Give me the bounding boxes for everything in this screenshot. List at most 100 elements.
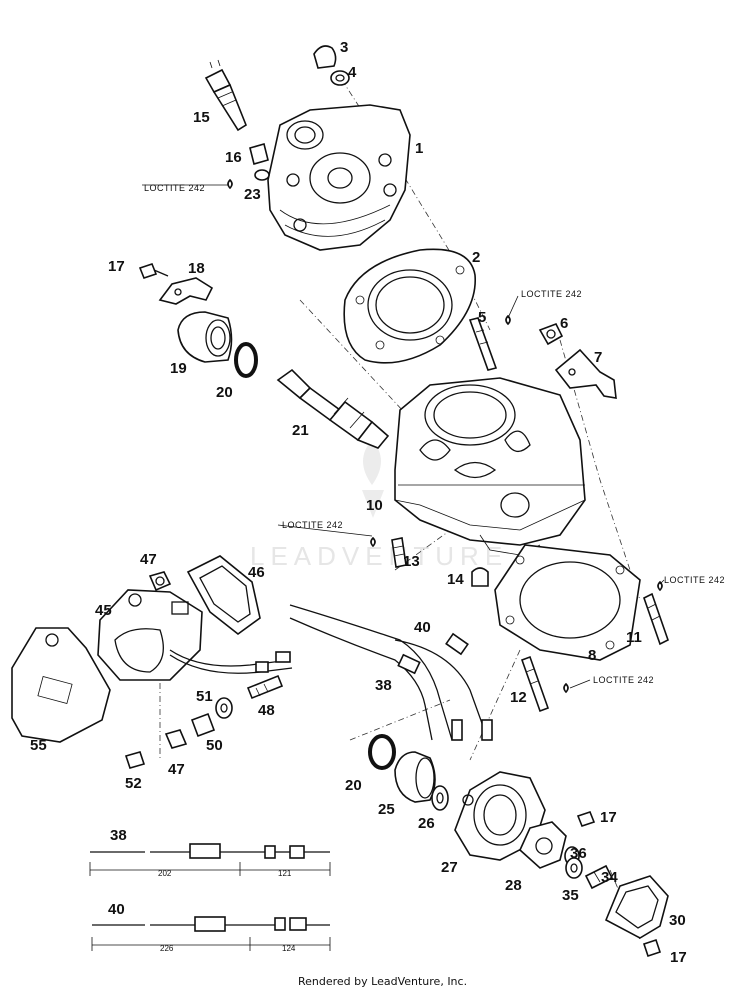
callout-52: 52 [125,775,142,792]
callout-17-middle: 17 [600,809,617,826]
callout-12: 12 [510,689,527,706]
cover-46[interactable] [186,555,261,636]
dim-38-a: 202 [158,869,172,878]
loctite-note-stud-11: LOCTITE 242 [664,575,725,585]
callout-4: 4 [348,64,357,81]
cylinder[interactable] [394,377,586,556]
callout-18: 18 [188,260,205,277]
callout-15: 15 [193,109,210,126]
temperature-sender[interactable] [204,59,247,132]
cylinder-base-gasket[interactable] [494,544,641,661]
cable-assembly [289,604,493,741]
washer-51[interactable] [215,697,233,719]
cover-30[interactable] [604,875,669,939]
callout-17-bottom: 17 [670,949,687,966]
callout-19: 19 [170,360,187,377]
cap[interactable] [313,45,337,69]
callout-1: 1 [415,140,423,157]
callout-40-drawing: 40 [108,901,125,918]
callout-30: 30 [669,912,686,929]
stud-11[interactable] [643,592,669,646]
wiring-harness [169,649,293,674]
loctite-note-head: LOCTITE 242 [144,183,205,193]
dim-40-b: 124 [282,944,296,953]
callout-labels: 1 2 3 4 5 6 7 8 10 11 12 13 14 15 16 17 … [30,39,687,966]
nut-52[interactable] [124,751,146,769]
callout-13: 13 [403,553,420,570]
adapter-16[interactable] [249,143,269,165]
callout-14: 14 [447,571,464,588]
bolt-17-bottom[interactable] [642,938,662,958]
cylinder-head-gasket[interactable] [343,248,476,364]
callout-8: 8 [588,647,596,664]
callout-45: 45 [95,602,112,619]
callout-34: 34 [601,869,618,886]
callout-48: 48 [258,702,275,719]
drop-12 [563,682,569,694]
bolt-17-top[interactable] [138,263,169,279]
clamp-18[interactable] [158,277,214,305]
valve-housing-27[interactable] [454,771,546,861]
callout-6: 6 [560,315,568,332]
callout-50: 50 [206,737,223,754]
callout-26: 26 [418,815,435,832]
callout-38-drawing: 38 [110,827,127,844]
loctite-note-stud-5: LOCTITE 242 [521,289,582,299]
callout-11: 11 [626,629,642,646]
bolt-17-middle[interactable] [576,811,596,827]
watermark-text: LEADVENTURE [250,541,508,571]
cable-40-dimension-drawing [91,916,331,951]
dowel-14[interactable] [471,567,489,587]
spacer-50[interactable] [190,712,216,738]
bearing-26[interactable] [431,785,449,811]
screw-48[interactable] [246,674,284,700]
dim-38-b: 121 [278,869,292,878]
drop-5 [505,314,511,326]
pulley-28[interactable] [519,821,567,869]
callout-2: 2 [472,249,480,266]
bushing-25[interactable] [394,751,436,803]
exhaust-valve-cover-19[interactable] [177,311,233,363]
cylinder-head[interactable] [267,104,411,251]
watermark: LEADVENTURE [250,440,508,571]
dimension-labels: 202 121 226 124 [158,869,296,953]
callout-40: 40 [414,619,431,636]
washer-35[interactable] [565,857,583,879]
callout-25: 25 [378,801,395,818]
loctite-labels: LOCTITE 242 LOCTITE 242 LOCTITE 242 LOCT… [144,183,725,685]
callout-51: 51 [196,688,213,705]
callout-7: 7 [594,349,602,366]
callout-36: 36 [570,845,587,862]
callout-28: 28 [505,877,522,894]
callout-47-bottom: 47 [168,761,185,778]
stud-12[interactable] [520,655,550,713]
exhaust-valve-21[interactable] [276,368,390,449]
nut-47-bottom[interactable] [164,729,188,749]
stud-13[interactable] [391,537,407,568]
o-ring-20-top[interactable] [234,342,258,378]
callout-47-top: 47 [140,551,157,568]
control-unit-55[interactable] [11,627,111,743]
servo-motor-45[interactable] [97,589,203,681]
screw-34[interactable] [584,864,614,890]
bracket-7[interactable] [554,348,617,399]
drop-13 [370,536,376,548]
loctite-note-stud-13: LOCTITE 242 [282,520,343,530]
callout-46: 46 [248,564,265,581]
footer-credit: Rendered by LeadVenture, Inc. [298,975,467,988]
callout-27: 27 [441,859,458,876]
callout-21: 21 [292,422,309,439]
callout-55: 55 [30,737,47,754]
nut-47-top[interactable] [148,571,172,592]
nut-6[interactable] [538,322,564,346]
washer-4[interactable] [330,70,350,86]
callout-35: 35 [562,887,579,904]
callout-23: 23 [244,186,261,203]
callout-17-top: 17 [108,258,125,275]
o-ring-20-bottom[interactable] [368,734,396,770]
stud-5[interactable] [468,317,498,371]
washer-23[interactable] [254,169,270,181]
loctite-note-stud-12: LOCTITE 242 [593,675,654,685]
callout-3: 3 [340,39,348,56]
